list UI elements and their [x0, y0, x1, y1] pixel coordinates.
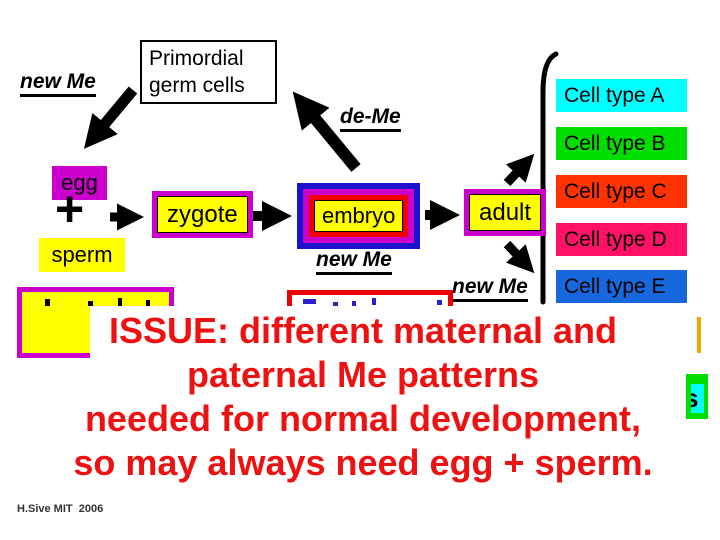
- adult-box: adult: [464, 189, 547, 236]
- cell-type-b-box: Cell type B: [556, 127, 687, 160]
- clipped-text-fragment: [45, 299, 50, 306]
- primordial-germ-cells-line1: Primordial: [149, 47, 244, 70]
- arrow-adult-down-to-celltypes-icon: [503, 240, 535, 274]
- clipped-text-fragment: [333, 302, 338, 306]
- plus-sign: +: [55, 181, 85, 237]
- cell-type-e-box: Cell type E: [556, 270, 687, 303]
- occluded-green-box-inner: s: [691, 384, 704, 413]
- arrow-germcells-to-egg-icon: [83, 86, 138, 149]
- sperm-box: sperm: [39, 238, 125, 272]
- clipped-letter: s: [691, 384, 699, 413]
- clipped-text-fragment: [352, 301, 356, 306]
- clipped-text-fragment: [118, 298, 122, 306]
- occluded-green-box: s: [686, 374, 708, 419]
- embryo-ring-magenta: embryo: [303, 189, 415, 243]
- cell-type-c-box: Cell type C: [556, 175, 687, 208]
- label-new-me-embryo: new Me: [316, 249, 392, 275]
- embryo-box: embryo: [297, 183, 421, 249]
- adult-label: adult: [469, 194, 542, 231]
- arrow-deme-embryo-to-germcells-icon: [292, 91, 361, 172]
- arrow-adult-up-to-celltypes-icon: [503, 153, 535, 187]
- brace-curve-icon: [540, 51, 559, 305]
- issue-line-3: needed for normal development,: [84, 398, 642, 439]
- clipped-text-fragment: [372, 298, 376, 305]
- label-new-me-adult: new Me: [452, 276, 528, 302]
- occluded-orange-box-edge: [697, 317, 701, 353]
- embryo-ring-red: embryo: [309, 195, 409, 237]
- primordial-germ-cells-box: Primordial germ cells: [140, 40, 277, 104]
- zygote-label: zygote: [157, 196, 248, 233]
- clipped-text-fragment: [146, 300, 150, 306]
- clipped-text-fragment: [88, 301, 93, 306]
- cell-type-d-box: Cell type D: [556, 223, 687, 256]
- issue-overlay-background: [90, 306, 686, 489]
- embryo-label: embryo: [314, 200, 404, 232]
- label-de-me: de-Me: [340, 106, 401, 132]
- issue-line-2: paternal Me patterns: [186, 354, 540, 395]
- issue-line-4: so may always need egg + sperm.: [73, 442, 653, 483]
- zygote-box: zygote: [152, 191, 253, 238]
- cell-type-a-box: Cell type A: [556, 79, 687, 112]
- egg-box: egg: [52, 166, 107, 200]
- credit-text: H.Sive MIT 2006: [17, 503, 104, 515]
- issue-line-1: ISSUE: different maternal and: [108, 310, 618, 351]
- label-new-me-top: new Me: [20, 71, 96, 97]
- primordial-germ-cells-line2: germ cells: [149, 74, 245, 97]
- clipped-text-fragment: [437, 300, 442, 305]
- clipped-text-fragment: [303, 299, 316, 304]
- issue-statement: ISSUE: different maternal and paternal M…: [10, 309, 716, 485]
